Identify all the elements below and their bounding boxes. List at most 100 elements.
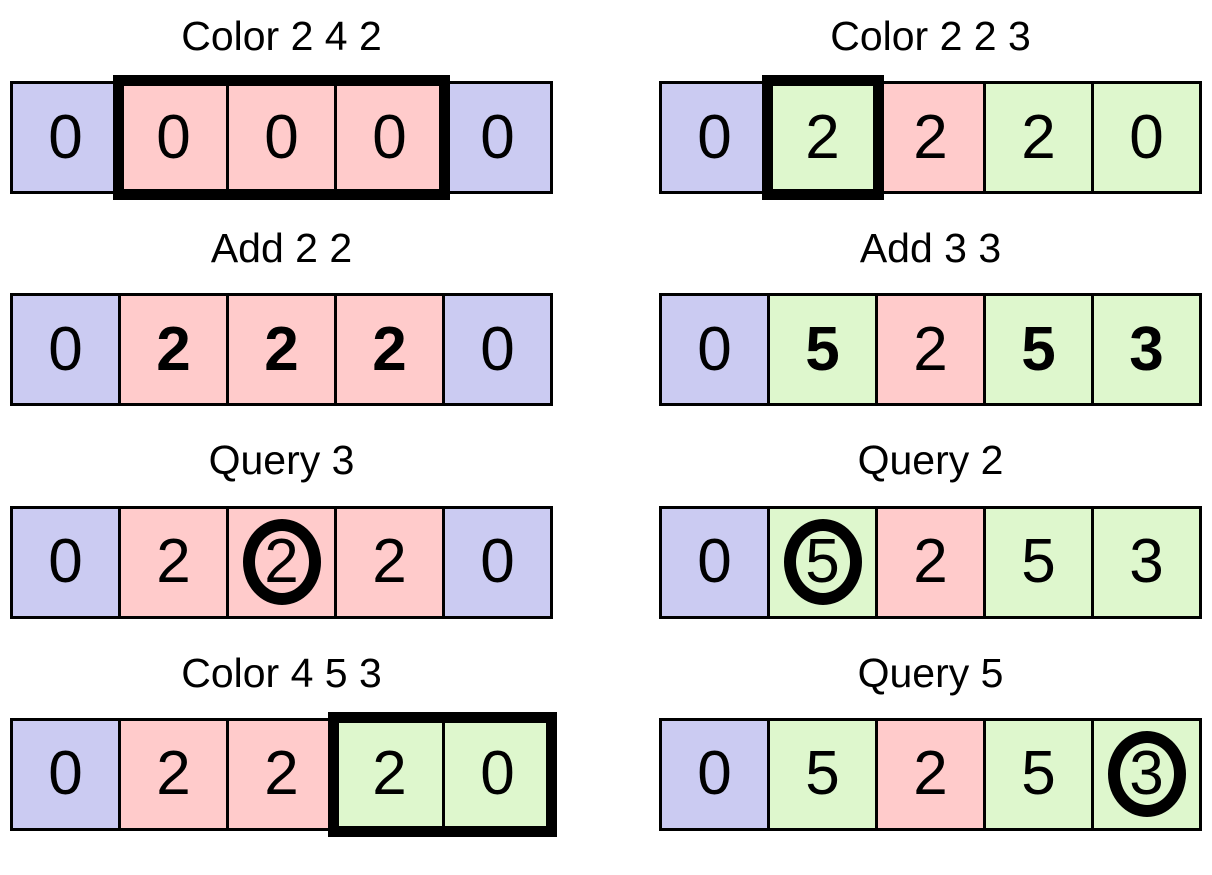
array-row: 0 0 0 0 0 [10,75,553,201]
cell-value: 2 [156,527,191,597]
array-cell: 2 [875,508,983,616]
panel-title: Color 2 4 2 [181,13,382,59]
array-cell: 2 [875,720,983,828]
cell-value: 0 [480,102,515,172]
array-cell: 0 [226,84,334,192]
cell-value: 2 [264,314,299,384]
panel-color-4-5-3: Color 4 5 3 0 2 2 2 0 [10,649,557,837]
cell-value: 0 [480,314,515,384]
panel-query-2: Query 2 0 5 2 5 3 [659,436,1202,619]
cell-value: 0 [48,102,83,172]
array-cell: 2 [875,296,983,404]
array-cell: 2 [334,508,442,616]
array-cell: 2 [875,84,983,192]
array-cell: 2 [767,84,875,192]
cell-value: 0 [1129,102,1164,172]
cell-value: 0 [697,314,732,384]
cell-value: 5 [1021,527,1056,597]
diagram-grid: Color 2 4 2 0 0 0 0 0 Color 2 2 3 0 [10,12,1202,837]
array-cell: 5 [983,720,1091,828]
array-row: 0 2 2 2 0 [10,293,553,407]
array-cell: 2 [334,720,442,828]
cell-value: 2 [372,314,407,384]
panel-title: Add 3 3 [859,225,1002,272]
cell-value: 0 [48,739,83,809]
array-cell: 5 [767,508,875,616]
cell-value: 2 [372,527,407,597]
panel-add-3-3: Add 3 3 0 5 2 5 3 [659,224,1202,407]
cell-value: 5 [805,739,840,809]
array-cell: 2 [226,508,334,616]
cell-value: 3 [1129,739,1164,809]
panel-title: Query 3 [208,437,355,484]
panel-title: Add 2 2 [210,225,353,272]
panel-query-5: Query 5 0 5 2 5 3 [659,649,1202,831]
panel-color-2-4-2: Color 2 4 2 0 0 0 0 0 [10,12,553,201]
cell-value: 5 [1021,314,1056,384]
cell-value: 2 [913,527,948,597]
array-cell: 0 [662,296,767,404]
array-cell: 0 [13,720,118,828]
cell-value: 0 [697,102,732,172]
cell-value: 5 [805,527,840,597]
array-row: 0 2 2 2 0 [10,711,557,837]
panel-title: Color 2 2 3 [830,13,1031,59]
array-cell: 0 [662,508,767,616]
cell-value: 2 [805,102,840,172]
cell-value: 0 [480,739,515,809]
array-cell: 5 [983,508,1091,616]
cell-value: 0 [156,102,191,172]
array-cell: 0 [442,84,550,192]
cell-value: 0 [48,314,83,384]
cell-value: 2 [913,739,948,809]
cell-value: 3 [1129,314,1164,384]
cell-value: 3 [1129,527,1164,597]
cell-value: 5 [1021,739,1056,809]
array-cell: 2 [226,720,334,828]
array-row: 0 2 2 2 0 [659,75,1202,201]
cell-value: 2 [913,314,948,384]
array-row: 0 2 2 2 0 [10,505,553,619]
array-cell: 2 [983,84,1091,192]
array-cell: 0 [13,508,118,616]
panel-query-3: Query 3 0 2 2 2 0 [10,436,553,619]
cell-value: 0 [264,102,299,172]
array-cell: 2 [118,296,226,404]
array-cell: 2 [334,296,442,404]
panel-title: Query 5 [857,649,1004,696]
array-cell: 5 [767,296,875,404]
cell-value: 2 [1021,102,1056,172]
array-cell: 0 [662,84,767,192]
cell-value: 0 [48,527,83,597]
cell-value: 2 [264,739,299,809]
array-cell: 2 [118,508,226,616]
panel-add-2-2: Add 2 2 0 2 2 2 0 [10,224,553,407]
panel-title: Query 2 [857,437,1004,484]
panel-color-2-2-3: Color 2 2 3 0 2 2 2 0 [659,12,1202,201]
cell-value: 0 [480,527,515,597]
array-cell: 0 [118,84,226,192]
array-cell: 2 [118,720,226,828]
array-cell: 0 [662,720,767,828]
array-cell: 5 [767,720,875,828]
cell-value: 0 [372,102,407,172]
cell-value: 2 [372,739,407,809]
cell-value: 5 [805,314,840,384]
array-row: 0 5 2 5 3 [659,505,1202,619]
cell-value: 2 [264,527,299,597]
array-cell: 0 [334,84,442,192]
array-cell: 2 [226,296,334,404]
array-cell: 0 [442,296,550,404]
array-row: 0 5 2 5 3 [659,717,1202,831]
cell-value: 2 [156,314,191,384]
cell-value: 0 [697,527,732,597]
cell-value: 0 [697,739,732,809]
array-cell: 3 [1091,508,1199,616]
array-cell: 5 [983,296,1091,404]
cell-value: 2 [913,102,948,172]
array-cell: 3 [1091,720,1199,828]
array-cell: 0 [13,84,118,192]
cell-value: 2 [156,739,191,809]
array-cell: 0 [442,508,550,616]
array-cell: 0 [1091,84,1199,192]
